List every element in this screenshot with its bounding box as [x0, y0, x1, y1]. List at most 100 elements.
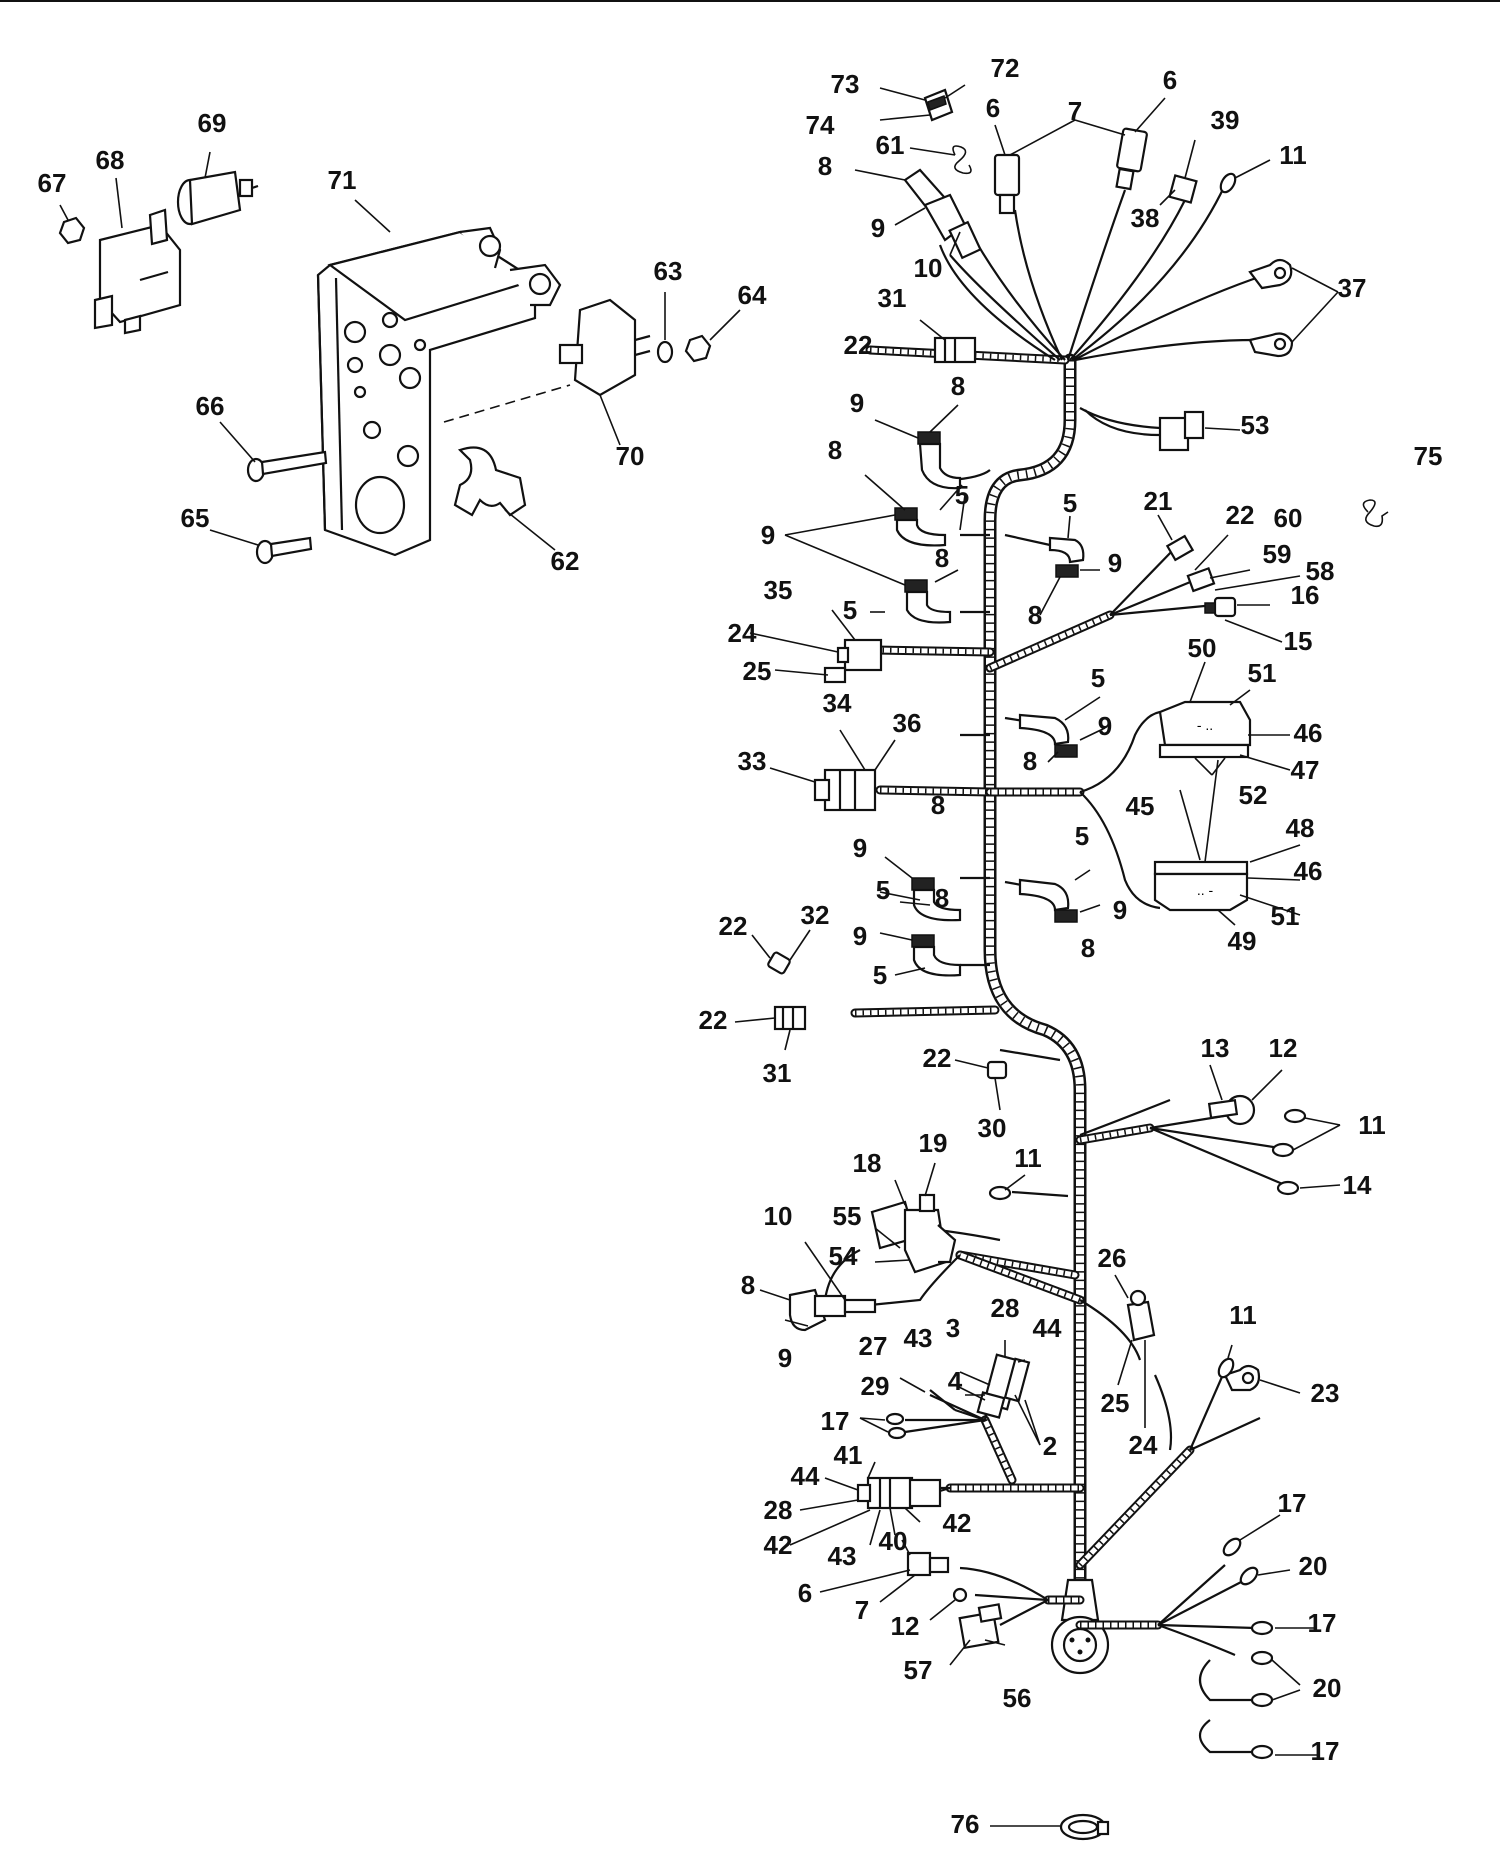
label-46-a: 46 [1294, 718, 1323, 748]
label-9-c: 9 [1108, 548, 1122, 578]
coil-pack-lower: .. - [1153, 860, 1249, 912]
spark-boot-right-1 [1048, 536, 1085, 578]
loose-wires [815, 407, 1286, 1754]
harness-trunk [983, 353, 1110, 1675]
label-46-b: 46 [1294, 856, 1323, 886]
label-18: 18 [853, 1148, 882, 1178]
label-31-b: 31 [763, 1058, 792, 1088]
label-9-a: 9 [850, 388, 864, 418]
label-8-f: 8 [1081, 933, 1095, 963]
label-39: 39 [1211, 105, 1240, 135]
label-42-b: 42 [764, 1530, 793, 1560]
label-72: 72 [991, 53, 1020, 83]
label-10-top: 10 [914, 253, 943, 283]
label-23: 23 [1311, 1378, 1340, 1408]
nut-67 [58, 216, 86, 245]
label-54: 54 [829, 1241, 858, 1271]
label-38: 38 [1131, 203, 1160, 233]
label-22-f: 22 [923, 1043, 952, 1073]
label-11-b: 11 [1358, 1110, 1386, 1140]
label-62: 62 [551, 546, 580, 576]
label-57: 57 [904, 1655, 933, 1685]
label-17-b: 17 [1278, 1488, 1307, 1518]
spark-boot-left-5 [911, 934, 962, 977]
label-37: 37 [1338, 273, 1367, 303]
label-28-b: 28 [764, 1495, 793, 1525]
label-5-g: 5 [873, 960, 887, 990]
callout-labels: 67 68 69 71 63 64 66 70 65 62 73 72 74 6… [38, 53, 1443, 1839]
label-11-top: 11 [1279, 140, 1307, 170]
label-58: 58 [1306, 556, 1335, 586]
switch-70 [558, 298, 651, 397]
label-24-b: 24 [1129, 1430, 1158, 1460]
svg-text:- ..: - .. [1197, 717, 1213, 733]
label-43-b: 43 [828, 1541, 857, 1571]
label-22-d: 22 [719, 911, 748, 941]
label-15: 15 [1284, 626, 1313, 656]
label-25-b: 25 [1101, 1388, 1130, 1418]
relay-68 [93, 208, 182, 335]
label-32: 32 [801, 900, 830, 930]
spark-boot-left-4 [911, 877, 962, 922]
svg-text:.. -: .. - [1197, 882, 1214, 898]
leader-lines [59, 84, 1341, 1827]
label-44-a: 44 [1033, 1313, 1062, 1343]
label-51-b: 51 [1271, 901, 1300, 931]
spark-boot-upper-left [917, 431, 962, 490]
top-wire-fan [938, 184, 1266, 362]
label-47: 47 [1291, 755, 1320, 785]
label-5-f: 5 [876, 875, 890, 905]
label-9-top: 9 [871, 213, 885, 243]
label-68: 68 [96, 145, 125, 175]
label-5-b: 5 [843, 595, 857, 625]
washer-63 [656, 340, 674, 364]
label-50: 50 [1188, 633, 1217, 663]
label-12-a: 12 [1269, 1033, 1298, 1063]
label-11-d: 11 [1229, 1300, 1257, 1330]
label-27: 27 [859, 1331, 888, 1361]
label-64: 64 [738, 280, 767, 310]
label-8-c: 8 [935, 543, 949, 573]
label-22-top: 22 [844, 330, 873, 360]
label-19: 19 [919, 1128, 948, 1158]
nut-64 [684, 334, 712, 363]
label-53: 53 [1241, 410, 1270, 440]
spark-boot-right-3 [1018, 878, 1078, 923]
label-63: 63 [654, 256, 683, 286]
label-52: 52 [1239, 780, 1268, 810]
solenoid-69 [176, 170, 259, 226]
label-16: 16 [1291, 580, 1320, 610]
label-60: 60 [1274, 503, 1303, 533]
label-9-b: 9 [761, 520, 775, 550]
sensor-18 [870, 1193, 957, 1274]
label-67: 67 [38, 168, 67, 198]
label-7-b: 7 [855, 1595, 869, 1625]
label-41: 41 [834, 1440, 863, 1470]
label-14: 14 [1343, 1170, 1372, 1200]
label-49: 49 [1228, 926, 1257, 956]
label-8-top: 8 [818, 151, 832, 181]
label-9-e: 9 [1113, 895, 1127, 925]
label-45: 45 [1126, 791, 1155, 821]
label-59: 59 [1263, 539, 1292, 569]
label-9-h: 9 [778, 1343, 792, 1373]
label-36: 36 [893, 708, 922, 738]
label-7-top: 7 [1068, 96, 1082, 126]
clamp-62 [453, 446, 527, 517]
label-25-a: 25 [743, 656, 772, 686]
label-74: 74 [806, 110, 835, 140]
label-28-a: 28 [991, 1293, 1020, 1323]
harness-components: - .. .. - [767, 88, 1389, 1841]
label-5-e: 5 [1075, 821, 1089, 851]
label-5-a: 5 [955, 480, 969, 510]
label-30: 30 [978, 1113, 1007, 1143]
label-9-g: 9 [853, 921, 867, 951]
label-17-a: 17 [821, 1406, 850, 1436]
label-48: 48 [1286, 813, 1315, 843]
spark-boot-left-2 [894, 507, 947, 547]
spark-boot-left-3 [904, 579, 952, 624]
label-22-e: 22 [699, 1005, 728, 1035]
label-69: 69 [198, 108, 227, 138]
label-76: 76 [951, 1809, 980, 1839]
